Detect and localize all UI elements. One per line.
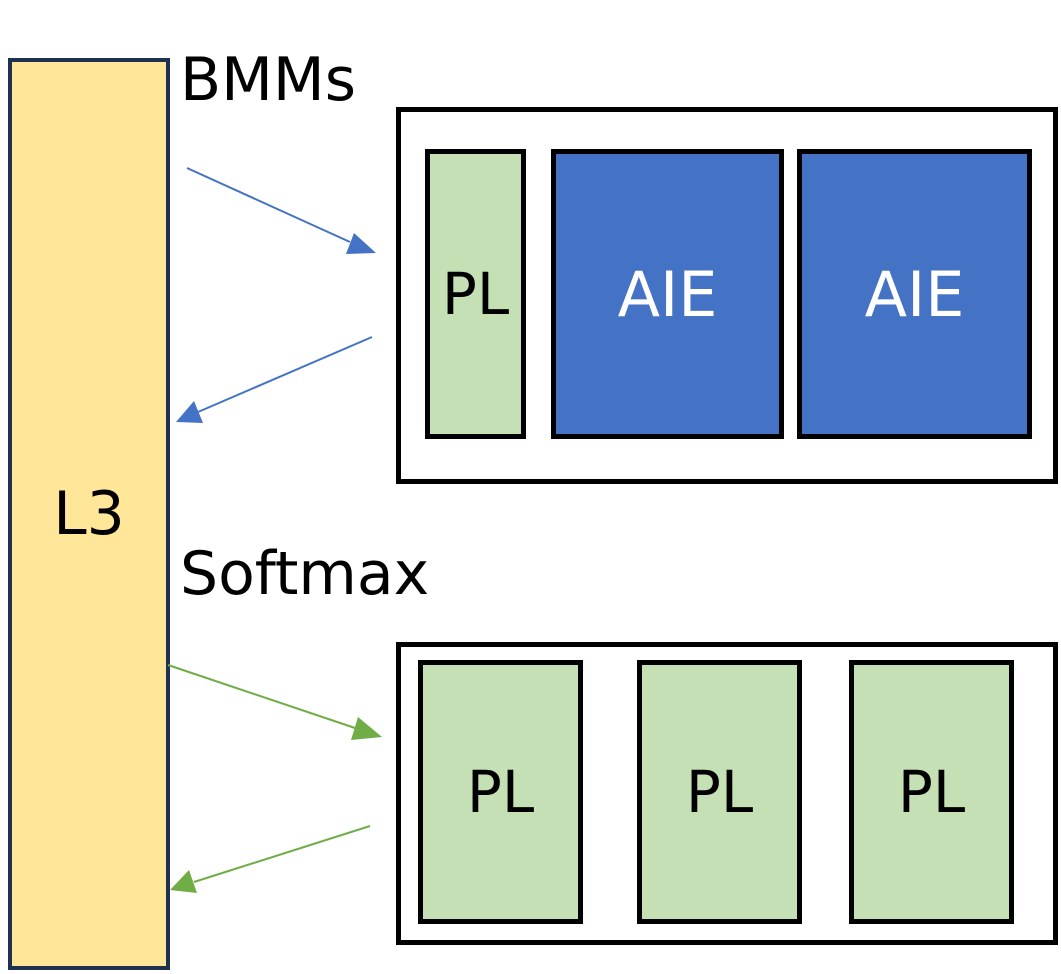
softmax-pl-label-2: PL xyxy=(685,758,754,826)
bmm-arrow-to-group xyxy=(186,167,351,243)
softmax-arrow-to-group-head xyxy=(351,717,382,740)
softmax-caption: Softmax xyxy=(180,539,430,609)
bmm-arrows xyxy=(176,167,376,423)
softmax-pl-block-2: PL xyxy=(637,660,802,924)
softmax-pl-block-3: PL xyxy=(849,660,1014,924)
l3-label: L3 xyxy=(53,479,125,549)
softmax-arrow-to-group xyxy=(167,664,356,729)
bmm-aie-block-2: AIE xyxy=(797,149,1032,439)
bmm-pl-label: PL xyxy=(441,260,510,328)
softmax-arrows xyxy=(167,664,382,893)
bmm-aie-label-1: AIE xyxy=(617,257,718,331)
bmm-arrow-to-l3 xyxy=(197,336,373,413)
bmms-caption: BMMs xyxy=(180,45,356,115)
bmm-arrow-to-group-head xyxy=(346,233,376,254)
softmax-pl-label-1: PL xyxy=(466,758,535,826)
softmax-arrow-to-l3-head xyxy=(170,870,197,893)
softmax-pl-label-3: PL xyxy=(897,758,966,826)
l3-memory-block: L3 xyxy=(8,58,170,970)
bmm-pl-block: PL xyxy=(425,149,526,439)
bmm-arrow-to-l3-head xyxy=(176,401,203,423)
bmm-aie-label-2: AIE xyxy=(864,257,965,331)
softmax-pl-block-1: PL xyxy=(418,660,583,924)
softmax-arrow-to-l3 xyxy=(193,825,371,883)
bmm-aie-block-1: AIE xyxy=(551,149,784,439)
